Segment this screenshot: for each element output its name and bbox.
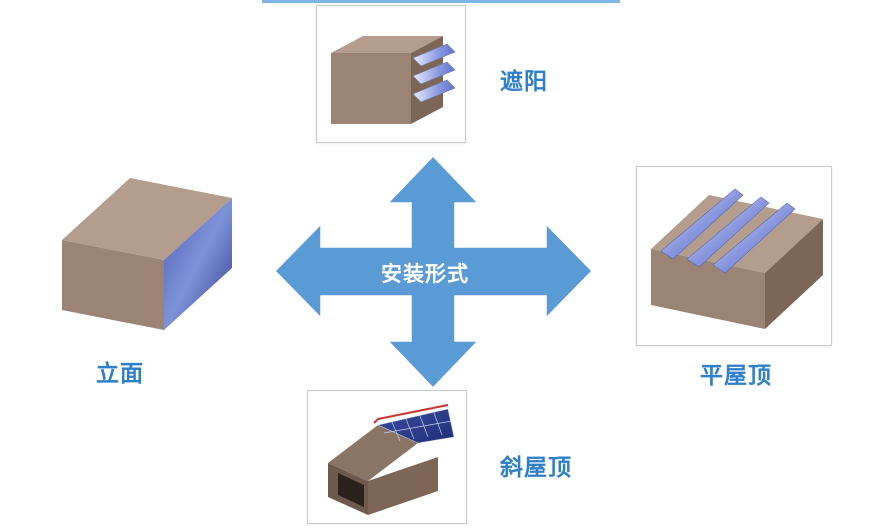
facade-building-icon <box>62 178 232 330</box>
center-label: 安装形式 <box>381 262 469 286</box>
facade-label: 立面 <box>96 361 144 387</box>
shading-building-icon <box>331 36 456 124</box>
four-way-arrow-shape <box>273 154 594 390</box>
flat-roof-building-icon <box>651 188 823 329</box>
pitched-roof-image-panel <box>307 390 467 524</box>
pitched-roof-label: 斜屋顶 <box>500 455 572 481</box>
header-accent-bar <box>262 0 620 3</box>
facade-image-panel <box>44 160 244 350</box>
shading-image-panel <box>316 5 466 143</box>
pitched-roof-building-icon <box>328 404 455 515</box>
shading-label: 遮阳 <box>500 69 548 95</box>
flat-roof-image-panel <box>636 166 832 346</box>
flat-roof-label: 平屋顶 <box>700 363 772 389</box>
